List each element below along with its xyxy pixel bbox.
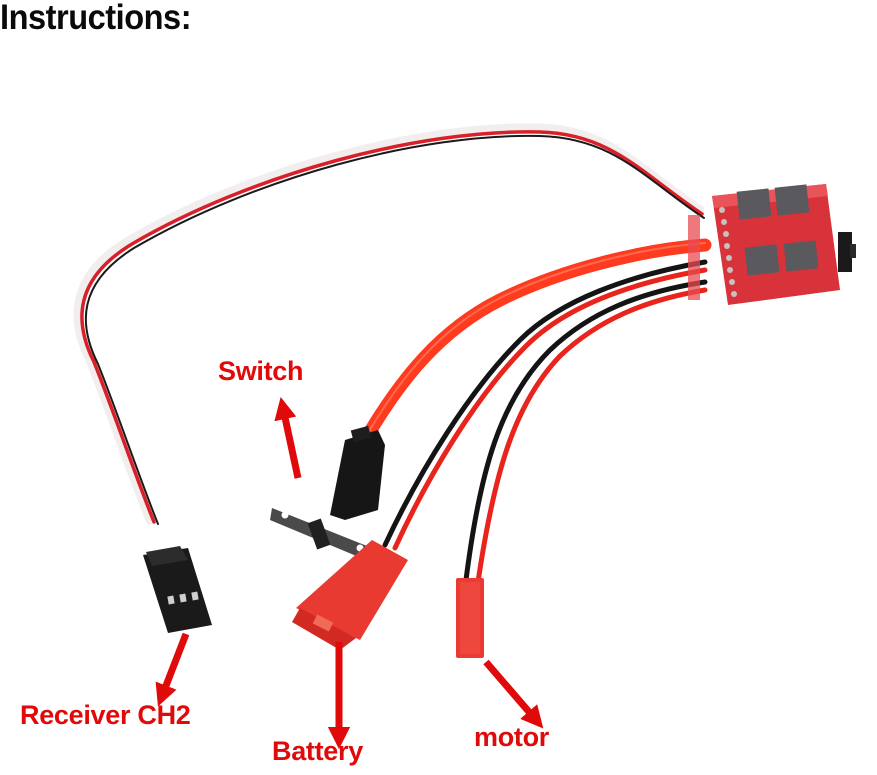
- esc-board: [688, 184, 856, 305]
- mosfet: [783, 240, 819, 272]
- receiver-arrow: [155, 632, 190, 707]
- page-title: Instructions:: [0, 0, 192, 37]
- receiver-connector: [143, 546, 212, 633]
- mosfet: [736, 188, 772, 220]
- switch-label: Switch: [218, 356, 304, 386]
- battery-lead-wire: [382, 259, 708, 551]
- receiver-label: Receiver CH2: [20, 700, 191, 730]
- receiver-lead-wire: [73, 123, 705, 525]
- motor-arrow: [483, 659, 544, 729]
- battery-connector: [292, 540, 408, 650]
- motor-label: motor: [474, 722, 549, 752]
- battery-label: Battery: [272, 736, 363, 766]
- motor-connector: [456, 578, 484, 658]
- switch-lead-wire: [358, 238, 712, 447]
- switch-arrow: [274, 397, 302, 479]
- pin-row: [719, 207, 737, 297]
- mosfet: [744, 244, 780, 276]
- mosfet: [774, 184, 810, 216]
- motor-lead-wire: [463, 279, 708, 585]
- switch-component: [270, 425, 385, 560]
